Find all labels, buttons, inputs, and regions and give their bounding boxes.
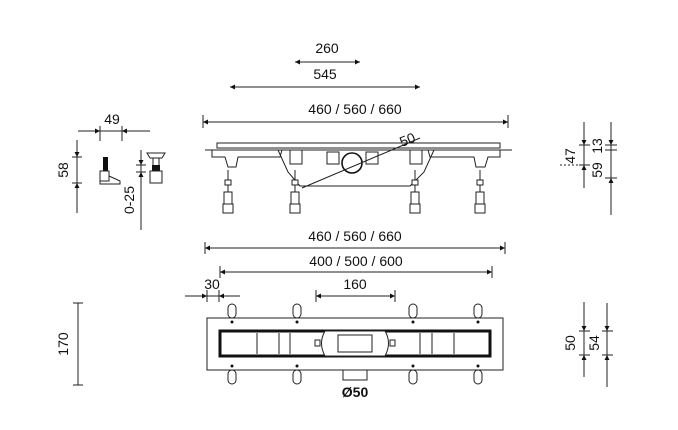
dimension-label: 260 (315, 40, 339, 56)
dimension-label: Ø50 (342, 384, 369, 400)
dimension-260: 260 (295, 40, 360, 65)
dimension-label: 54 (586, 335, 602, 351)
dimension-label: 400 / 500 / 600 (309, 253, 403, 269)
foot-side-view: 49 58 0-25 (55, 111, 166, 230)
dimension-170: 170 (55, 302, 83, 386)
dimension-label: 30 (204, 276, 220, 292)
dimension-label: 170 (55, 332, 71, 356)
dimension-545: 545 (230, 66, 420, 90)
dimension-label: 160 (343, 276, 367, 292)
drain-front-view: 50 (205, 129, 512, 189)
dimension-label: 47 (562, 148, 578, 164)
dimension-label: 545 (313, 66, 337, 82)
drain-top-view: Ø50 (206, 303, 504, 400)
dimension-label: 460 / 560 / 660 (308, 101, 402, 117)
dimension-30: 30 (185, 276, 240, 302)
dimension-grate-length: 400 / 500 / 600 (219, 253, 493, 278)
dimension-160: 160 (315, 276, 396, 302)
dimension-label: 50 (397, 129, 418, 150)
dimension-label: 460 / 560 / 660 (308, 228, 402, 244)
dimension-label: 13 (589, 138, 605, 154)
mounting-lugs (227, 303, 483, 385)
dimension-label: 49 (104, 111, 120, 127)
height-dimensions: 47 13 59 (560, 122, 617, 215)
dimension-label: 59 (589, 162, 605, 178)
dimension-label: 58 (55, 162, 71, 178)
dimension-overall-length-top: 460 / 560 / 660 (204, 228, 506, 254)
dimension-label: 50 (562, 335, 578, 351)
dimension-label: 0-25 (121, 186, 137, 214)
dimension-grate-widths: 50 54 (562, 302, 613, 387)
dimension-overall-length-front: 460 / 560 / 660 (202, 101, 509, 128)
adjustable-feet (222, 170, 486, 214)
